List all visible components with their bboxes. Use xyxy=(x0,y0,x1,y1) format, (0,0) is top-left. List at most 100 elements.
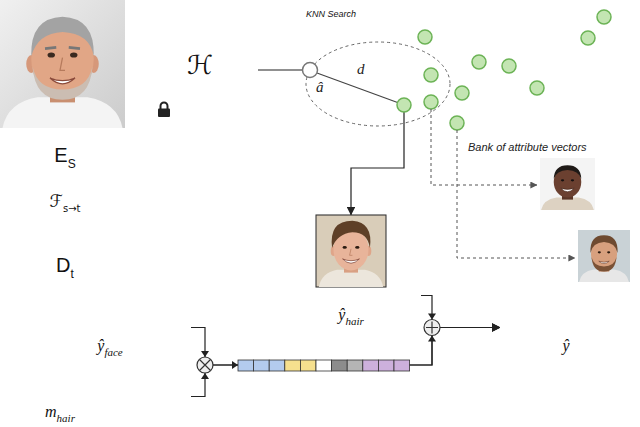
vector-cell xyxy=(141,322,157,333)
attribute-vector-dot xyxy=(418,30,432,44)
connector xyxy=(191,328,500,366)
text-group: mhair xyxy=(45,402,75,423)
masked-vector xyxy=(269,360,285,371)
node-symbol: KNN Search xyxy=(306,9,356,19)
sample-face-photo xyxy=(598,251,601,253)
source-face-photo xyxy=(0,0,125,128)
vector-cell xyxy=(595,322,609,333)
masked-vector xyxy=(254,360,270,371)
node-symbol: D xyxy=(56,254,70,276)
retrieved-face-photo xyxy=(343,259,360,263)
attribute-vector-dot xyxy=(397,98,411,112)
add-operator xyxy=(424,320,440,336)
caption-label: Bank of attribute vectors xyxy=(468,141,587,153)
mask-vector: mhair xyxy=(10,389,191,427)
arrowhead xyxy=(201,373,209,379)
vector-cell xyxy=(568,322,582,333)
subscript: t xyxy=(71,267,74,281)
masked-vector xyxy=(347,360,363,371)
vector-cell xyxy=(26,322,42,333)
vector-cell xyxy=(554,322,568,333)
sample-face-photo xyxy=(561,188,574,192)
source-face-photo xyxy=(33,67,93,100)
vector-cell xyxy=(10,322,26,333)
vector-cell xyxy=(26,391,42,402)
sample-face-photo xyxy=(561,179,564,181)
multiply-operator xyxy=(200,360,211,371)
vector-cell xyxy=(59,391,75,402)
vector-cell xyxy=(43,322,59,333)
node-symbol: E xyxy=(54,144,67,166)
vector-cell xyxy=(174,322,190,333)
vector-cell xyxy=(622,322,636,333)
attribute-vector: ŷface xyxy=(10,320,191,361)
sample-face-photo xyxy=(578,230,630,282)
encoder-block: ES xyxy=(8,136,122,178)
distance-line xyxy=(317,73,398,103)
node-symbol: ŷ xyxy=(338,306,345,323)
arrowhead xyxy=(201,351,209,357)
vector-cell xyxy=(43,391,59,402)
retrieved-face-photo xyxy=(332,221,371,248)
vector-cell xyxy=(514,322,528,333)
decoder-block: Dt xyxy=(8,227,122,312)
search-region-shape xyxy=(268,2,638,135)
text-group: ℱs→t xyxy=(50,191,81,214)
vector-cell xyxy=(582,322,596,333)
add-operator xyxy=(426,322,438,334)
text-group: ŷface xyxy=(97,336,122,357)
frozen-encoder-trapezoid: ℋ xyxy=(152,3,258,128)
vector-cell xyxy=(75,391,91,402)
attribute-vector: ŷ xyxy=(500,320,637,359)
vector-cell xyxy=(541,322,555,333)
text-group: KNN Search xyxy=(306,6,356,20)
retrieved-face-photo xyxy=(355,246,359,249)
text-group: ŷ xyxy=(562,336,569,355)
sample-face-photo xyxy=(540,158,595,210)
vector-cell xyxy=(92,391,108,402)
sample-face-photo xyxy=(607,251,610,253)
attribute-vector-dot xyxy=(424,95,438,109)
text-group: Dt xyxy=(56,254,74,280)
connector xyxy=(351,112,404,215)
vector-cell xyxy=(379,290,393,301)
vector-cell xyxy=(500,322,514,333)
retrieved-face-photo xyxy=(343,246,347,249)
multiply-operator xyxy=(197,357,213,373)
sample-face-photo xyxy=(540,158,595,210)
lock-icon xyxy=(161,103,168,110)
distance-label: d xyxy=(357,61,365,78)
node-symbol: ŷ xyxy=(562,337,569,354)
retrieved-face-photo xyxy=(316,215,386,287)
decoder-block-outline xyxy=(8,227,122,312)
frozen-encoder-trapezoid-outline xyxy=(152,3,258,128)
attribute-vector-shape xyxy=(10,322,192,335)
subscript: s→t xyxy=(63,203,81,214)
sample-face-photo xyxy=(554,165,582,179)
vector-cell xyxy=(310,290,324,301)
attribute-vector-dot xyxy=(397,10,611,130)
arrowhead xyxy=(428,336,436,342)
arrowhead xyxy=(428,314,436,320)
vector-cell xyxy=(108,391,124,402)
vector-cell xyxy=(157,391,173,402)
connector xyxy=(258,69,302,70)
retrieved-face-photo xyxy=(350,249,353,255)
subscript: hair xyxy=(345,315,363,327)
vector-cell xyxy=(324,290,338,301)
text-group: ℋ xyxy=(187,51,213,83)
attribute-vector-dot xyxy=(581,31,595,45)
masked-vector xyxy=(238,360,254,371)
vector-cell xyxy=(352,290,366,301)
sample-face-photo xyxy=(599,261,609,263)
vector-cell xyxy=(141,391,157,402)
node-symbol: ℱ xyxy=(50,191,63,211)
vector-cell xyxy=(406,290,420,301)
multiply-operator xyxy=(197,357,213,373)
source-face-photo xyxy=(31,17,94,57)
vector-cell xyxy=(174,391,190,402)
connector xyxy=(191,328,500,397)
vector-cell xyxy=(338,290,352,301)
vector-cell xyxy=(609,322,623,333)
